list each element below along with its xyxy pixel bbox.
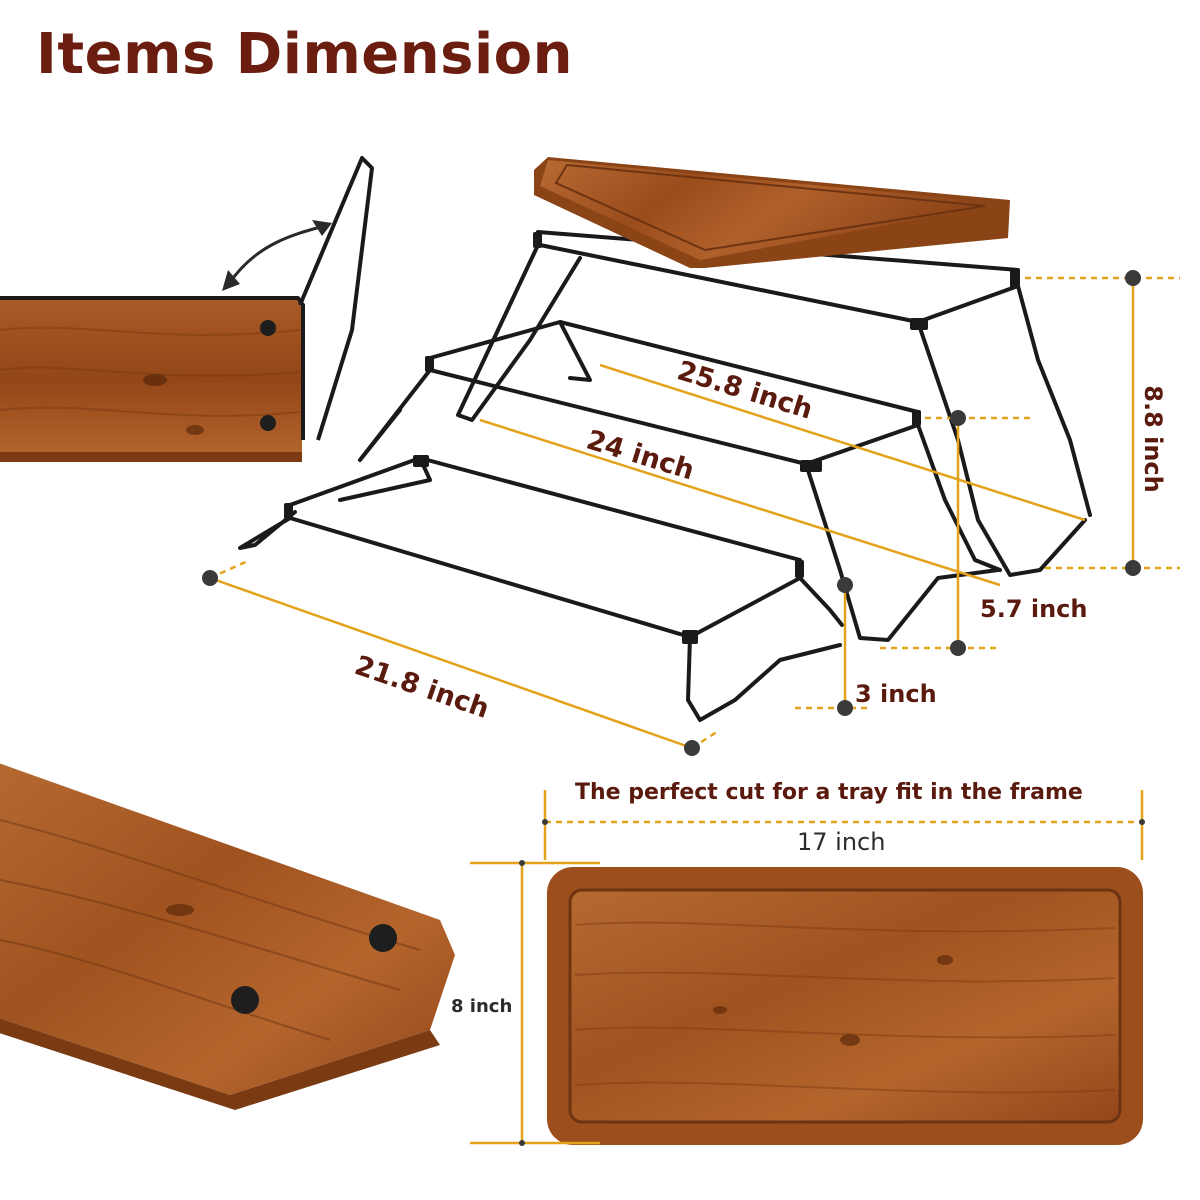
wood-knot (713, 1006, 727, 1014)
wood-grain-bottomleft (0, 819, 421, 1041)
dimension-dots (202, 270, 1145, 1146)
wood-knot (937, 955, 953, 965)
tray-surface (540, 160, 1005, 260)
wood-knot (143, 374, 167, 386)
rubber-foot (260, 415, 276, 431)
bottom-tier-legs (238, 456, 844, 722)
wood-grain-topleft (0, 326, 301, 417)
fold-arrow-head (222, 220, 332, 291)
rubber-foot (260, 320, 276, 336)
tray-underside-edge (0, 1018, 440, 1110)
tray-underside-board (0, 763, 455, 1095)
page-title: Items Dimension (36, 22, 574, 87)
wood-knot (840, 1034, 860, 1046)
label-tray-width: 17 inch (797, 828, 886, 856)
wood-knot (186, 425, 204, 435)
fold-arrow (226, 223, 329, 286)
label-total-height: 8.8 inch (1138, 385, 1167, 493)
tray-inner (568, 888, 1122, 1124)
rubber-foot (231, 986, 259, 1014)
folding-leg-detail (0, 156, 374, 462)
label-bottom-height: 3 inch (855, 680, 937, 708)
wood-grain-tray (574, 921, 1116, 1094)
stand-top-tray (534, 157, 1010, 268)
middle-tier-legs (358, 320, 1002, 642)
folding-leg-wire (0, 156, 374, 441)
wood-knot (166, 904, 194, 916)
tray-caption: The perfect cut for a tray fit in the fr… (575, 780, 1083, 805)
dimension-lines (209, 276, 1180, 1145)
bottom-tier-frame (288, 456, 802, 639)
hinge-joints (284, 232, 1019, 644)
label-tray-depth: 8 inch (451, 996, 513, 1017)
tray-inner-rim (554, 163, 986, 252)
rubber-foot (369, 924, 397, 952)
label-middle-height: 5.7 inch (980, 595, 1088, 623)
tray-underside-detail (0, 763, 455, 1110)
flat-tray (547, 867, 1143, 1145)
wood-board-edge (0, 452, 302, 462)
